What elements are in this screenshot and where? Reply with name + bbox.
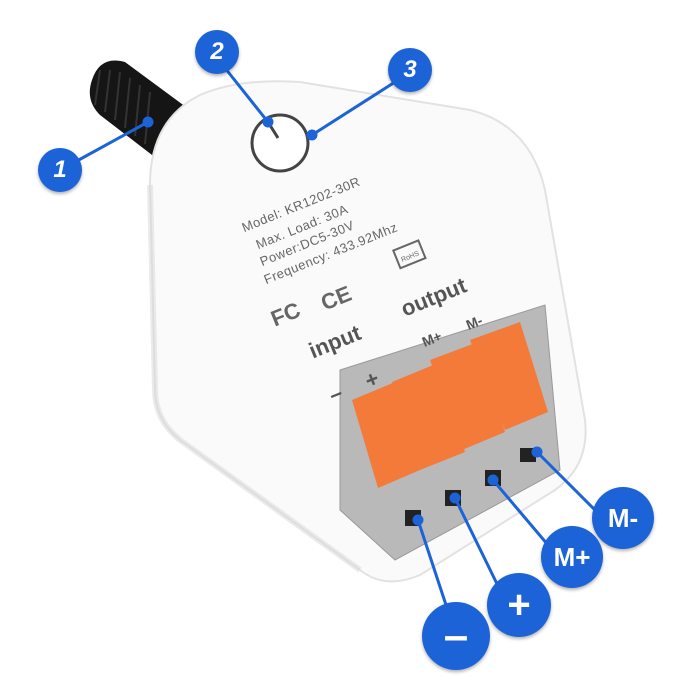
callout-3-indicator: 3	[388, 48, 432, 92]
callout-plus: +	[487, 573, 551, 637]
callout-m-plus: M+	[541, 526, 603, 588]
callout-2-button: 2	[195, 30, 239, 74]
pair-button[interactable]	[250, 113, 310, 173]
callout-m-minus: M-	[592, 487, 654, 549]
terminal-levers[interactable]	[352, 322, 548, 488]
callout-lines	[74, 67, 597, 609]
callout-1-antenna: 1	[38, 148, 82, 192]
callout-minus: –	[422, 602, 490, 670]
